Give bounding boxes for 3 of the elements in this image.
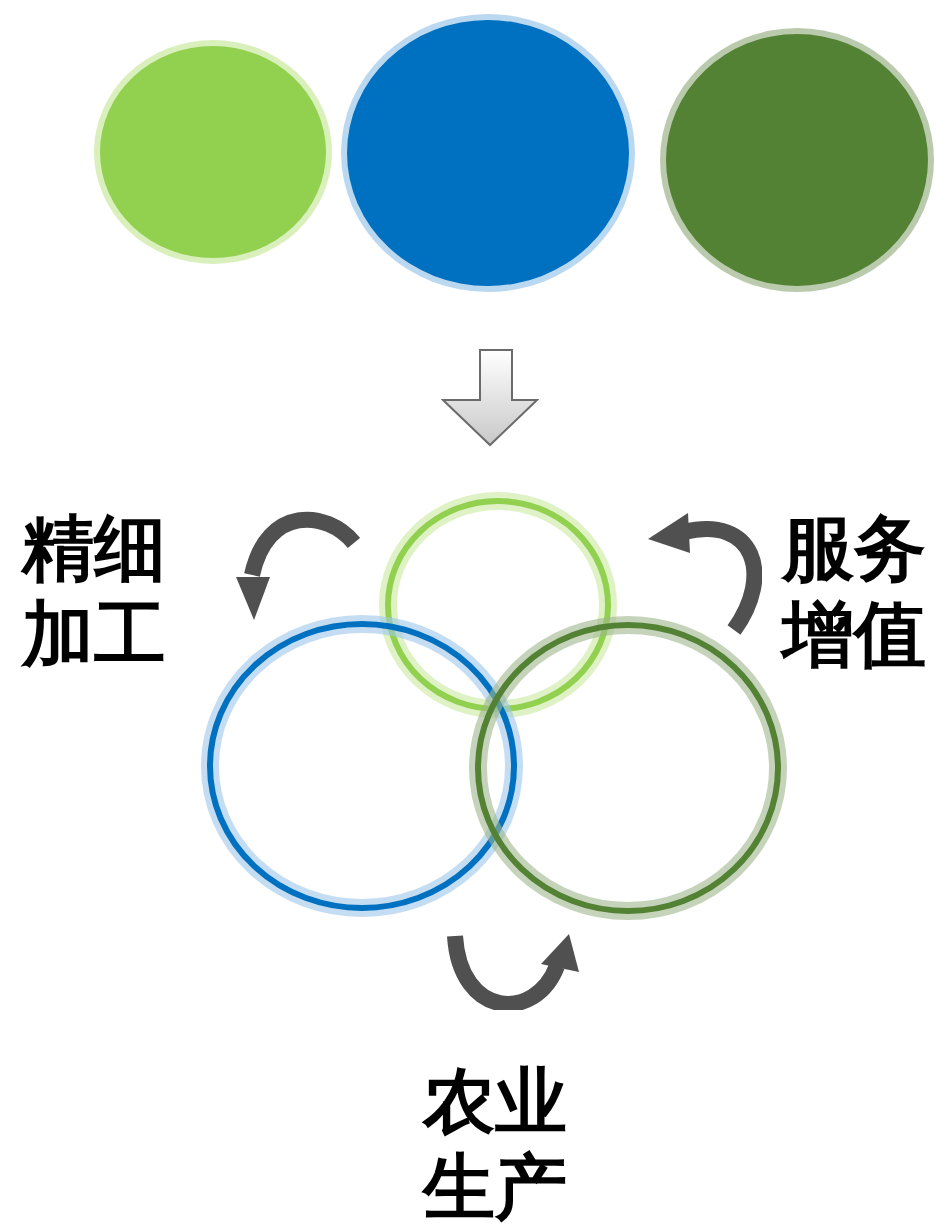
category-label: 精细加工 (22, 505, 166, 678)
category-label: 服务增值 (782, 505, 926, 678)
category-label: 农业生产 (423, 1058, 567, 1226)
